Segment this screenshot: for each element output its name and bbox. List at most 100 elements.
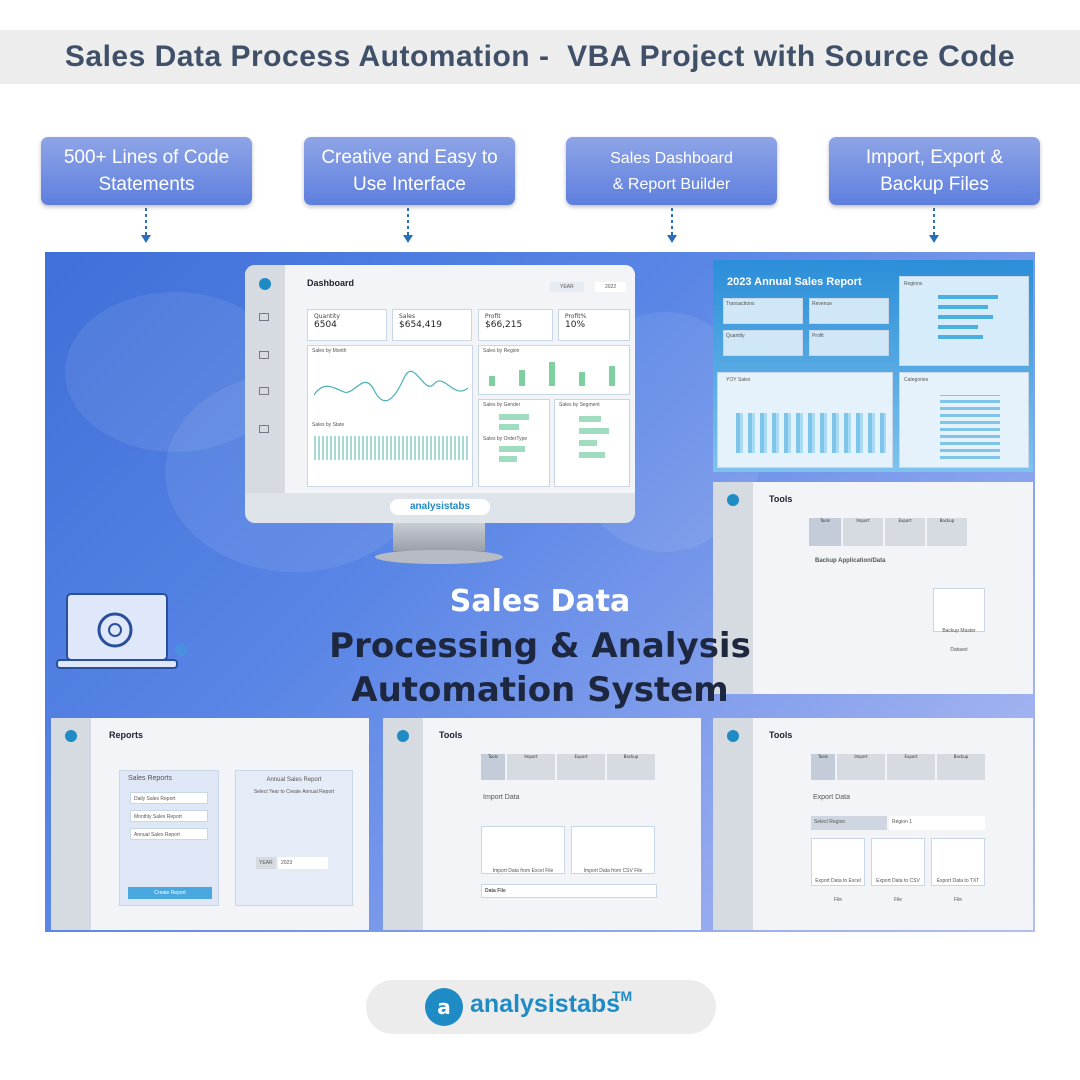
tools-sidebar xyxy=(713,718,753,930)
revenue-card: Revenue xyxy=(809,298,889,324)
button-label: Export Data to TXT File xyxy=(936,878,980,903)
chart-title: Sales by OrderType xyxy=(483,436,528,442)
svg-text:a: a xyxy=(437,995,451,1019)
year-label: YEAR xyxy=(256,857,276,869)
tab-backup[interactable]: Backup xyxy=(937,754,985,780)
kpi-card-quantity: Quantity 6504 xyxy=(307,309,387,341)
footer-brand-pill: a analysistabs TM xyxy=(366,980,716,1034)
export-heading: Export Data xyxy=(813,794,850,801)
tools-export-panel: Tools Tools Import Export Backup Export … xyxy=(713,718,1033,930)
chart-title: Sales by Month xyxy=(312,348,347,354)
daily-report-button[interactable]: Daily Sales Report xyxy=(130,792,208,804)
button-label: Export Data to Excel File xyxy=(815,878,861,903)
kpi-label: Profit% xyxy=(565,313,587,320)
kpi-label: Quantity xyxy=(314,313,340,320)
region-bar xyxy=(579,372,585,386)
tab-export[interactable]: Export xyxy=(557,754,605,780)
feature-box-dashboard: Sales Dashboard & Report Builder xyxy=(566,137,777,205)
export-txt-button[interactable]: Export Data to TXT File xyxy=(931,838,985,903)
card-label: Revenue xyxy=(812,301,833,307)
logo-icon xyxy=(727,494,739,506)
annual-report-title: 2023 Annual Sales Report xyxy=(727,276,862,288)
tab-backup[interactable]: Backup xyxy=(607,754,655,780)
button-label: Backup Master Dataset xyxy=(942,628,976,653)
tab-tools[interactable]: Tools xyxy=(809,518,841,546)
tab-label: Import xyxy=(856,518,870,523)
kpi-value: 10% xyxy=(565,320,586,330)
import-heading: Import Data xyxy=(483,794,520,801)
hero-line-2: Processing & Analysis xyxy=(329,626,751,666)
dashboard-sidebar xyxy=(245,265,285,493)
chart-title: Sales by State xyxy=(312,422,345,428)
category-bars xyxy=(940,395,1000,459)
monitor-neck xyxy=(393,523,485,551)
annual-report-panel: 2023 Annual Sales Report Transactions Re… xyxy=(713,260,1033,472)
year-label: YEAR xyxy=(550,282,584,292)
region-select[interactable]: Region 1 xyxy=(889,816,985,830)
chart-title: Sales by Gender xyxy=(483,402,521,408)
export-excel-button[interactable]: Export Data to Excel File xyxy=(811,838,865,903)
tab-tools[interactable]: Tools xyxy=(811,754,835,780)
sales-by-segment-chart: Sales by Segment xyxy=(554,399,630,487)
master-dataset-nav-icon[interactable] xyxy=(259,425,269,433)
tab-label: Tools xyxy=(818,754,828,759)
tools-title: Tools xyxy=(769,494,793,504)
sales-by-month-chart: Sales by Month Sales by State xyxy=(307,345,473,487)
monitor-base xyxy=(375,550,503,564)
logo-icon xyxy=(397,730,409,742)
kpi-card-sales: Sales $654,419 xyxy=(392,309,472,341)
button-label: Import Data from Excel File xyxy=(492,868,554,874)
chart-title: Categories xyxy=(904,377,929,383)
dashboard-title: Dashboard xyxy=(307,278,355,288)
arrow-down-icon xyxy=(403,208,413,243)
tab-import[interactable]: Import xyxy=(843,518,883,546)
tools-nav-icon[interactable] xyxy=(259,387,269,395)
region-bar xyxy=(489,376,495,386)
feature-box-import-export: Import, Export & Backup Files xyxy=(829,137,1040,205)
tab-tools[interactable]: Tools xyxy=(481,754,505,780)
monthly-report-button[interactable]: Monthly Sales Report xyxy=(130,810,208,822)
sales-by-region-chart: Sales by Region xyxy=(478,345,630,395)
annual-sales-report-card: Annual Sales Report Select Year to Creat… xyxy=(235,770,353,906)
field-label: Data File xyxy=(485,888,506,894)
yoy-sales-chart: YOY Sales xyxy=(717,372,893,468)
tab-export[interactable]: Export xyxy=(887,754,935,780)
chart-title: YOY Sales xyxy=(726,377,751,383)
import-excel-button[interactable]: Import Data from Excel File xyxy=(481,826,565,874)
laptop-gear-icon xyxy=(56,593,187,669)
analysistabs-logo-icon: a xyxy=(425,988,463,1026)
reports-nav-icon[interactable] xyxy=(259,351,269,359)
tab-backup[interactable]: Backup xyxy=(927,518,967,546)
annual-report-button[interactable]: Annual Sales Report xyxy=(130,828,208,840)
data-file-field[interactable]: Data File xyxy=(481,884,657,898)
tab-import[interactable]: Import xyxy=(507,754,555,780)
card-label: Quantity xyxy=(726,333,745,339)
logo-icon xyxy=(65,730,77,742)
tab-export[interactable]: Export xyxy=(885,518,925,546)
card-title: Annual Sales Report xyxy=(266,777,322,783)
sales-reports-card: Sales Reports Daily Sales Report Monthly… xyxy=(119,770,219,906)
backup-master-dataset-button[interactable]: Backup Master Dataset xyxy=(933,588,985,653)
dashboard-nav-icon[interactable] xyxy=(259,313,269,321)
tab-label: Backup xyxy=(623,754,639,759)
tab-label: Tools xyxy=(488,754,498,759)
monitor-brand: analysistabs xyxy=(390,499,490,515)
kpi-card-profit: Profit $66,215 xyxy=(478,309,553,341)
categories-chart: Categories xyxy=(899,372,1029,468)
year-select[interactable]: 2022 xyxy=(595,282,627,292)
sales-by-gender-chart: Sales by Gender Sales by OrderType xyxy=(478,399,550,487)
import-csv-button[interactable]: Import Data from CSV File xyxy=(571,826,655,874)
arrow-down-icon xyxy=(929,208,939,243)
tab-label: Export xyxy=(904,754,918,759)
kpi-value: $66,215 xyxy=(485,320,523,330)
tab-import[interactable]: Import xyxy=(837,754,885,780)
tab-label: Import xyxy=(854,754,868,759)
chart-title: Regions xyxy=(904,281,923,287)
hero-line-3: Automation System xyxy=(351,670,729,710)
footer-trademark: TM xyxy=(612,988,633,1004)
year-input[interactable]: 2023 xyxy=(278,857,328,869)
title-banner: Sales Data Process Automation - VBA Proj… xyxy=(0,30,1080,84)
logo-icon xyxy=(259,278,271,290)
create-report-button[interactable]: Create Report xyxy=(128,887,212,899)
export-csv-button[interactable]: Export Data to CSV File xyxy=(871,838,925,903)
